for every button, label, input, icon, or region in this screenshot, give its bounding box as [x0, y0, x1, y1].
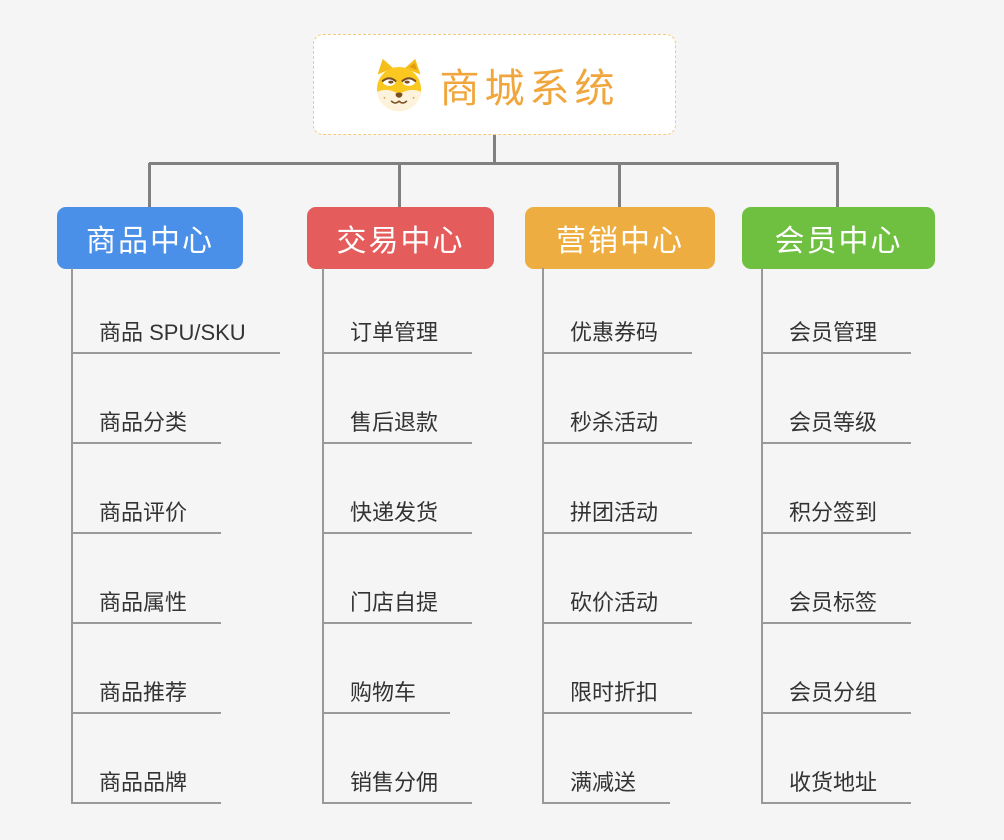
branch-header-marketing-center[interactable]: 营销中心: [525, 207, 715, 269]
leaf-node[interactable]: 门店自提: [322, 578, 473, 624]
leaf-node[interactable]: 售后退款: [322, 398, 473, 444]
leaf-node[interactable]: 砍价活动: [542, 578, 693, 624]
leaf-node[interactable]: 商品属性: [71, 578, 222, 624]
leaf-node[interactable]: 购物车: [322, 668, 451, 714]
branch-header-trade-center[interactable]: 交易中心: [307, 207, 494, 269]
connector-drop-member: [836, 163, 839, 208]
leaf-node[interactable]: 收货地址: [761, 758, 912, 804]
leaf-node[interactable]: 满减送: [542, 758, 671, 804]
branch-header-member-center[interactable]: 会员中心: [742, 207, 935, 269]
leaf-node[interactable]: 优惠券码: [542, 308, 693, 354]
connector-drop-marketing: [618, 163, 621, 208]
leaf-node[interactable]: 商品 SPU/SKU: [71, 308, 280, 354]
leaf-node[interactable]: 会员标签: [761, 578, 912, 624]
leaf-node[interactable]: 商品分类: [71, 398, 222, 444]
leaf-node[interactable]: 销售分佣: [322, 758, 473, 804]
leaf-node[interactable]: 限时折扣: [542, 668, 693, 714]
branch-header-product-center[interactable]: 商品中心: [57, 207, 243, 269]
root-node-label: 商城系统: [439, 66, 620, 111]
branch-spine-member: [761, 268, 763, 804]
branch-spine-product: [71, 268, 73, 804]
leaf-node[interactable]: 商品评价: [71, 488, 222, 534]
connector-drop-product: [148, 163, 151, 208]
leaf-node[interactable]: 秒杀活动: [542, 398, 693, 444]
leaf-node[interactable]: 订单管理: [322, 308, 473, 354]
leaf-node[interactable]: 商品推荐: [71, 668, 222, 714]
connector-root-stub: [493, 135, 496, 164]
leaf-node[interactable]: 会员分组: [761, 668, 912, 714]
root-node[interactable]: 商城系统: [313, 34, 676, 135]
leaf-node[interactable]: 会员管理: [761, 308, 912, 354]
connector-rail: [149, 162, 839, 165]
connector-drop-trade: [398, 163, 401, 208]
leaf-node[interactable]: 拼团活动: [542, 488, 693, 534]
leaf-node[interactable]: 商品品牌: [71, 758, 222, 804]
dog-icon: [376, 58, 421, 111]
branch-spine-marketing: [542, 268, 544, 804]
branch-spine-trade: [322, 268, 324, 804]
leaf-node[interactable]: 积分签到: [761, 488, 912, 534]
leaf-node[interactable]: 快递发货: [322, 488, 473, 534]
leaf-node[interactable]: 会员等级: [761, 398, 912, 444]
